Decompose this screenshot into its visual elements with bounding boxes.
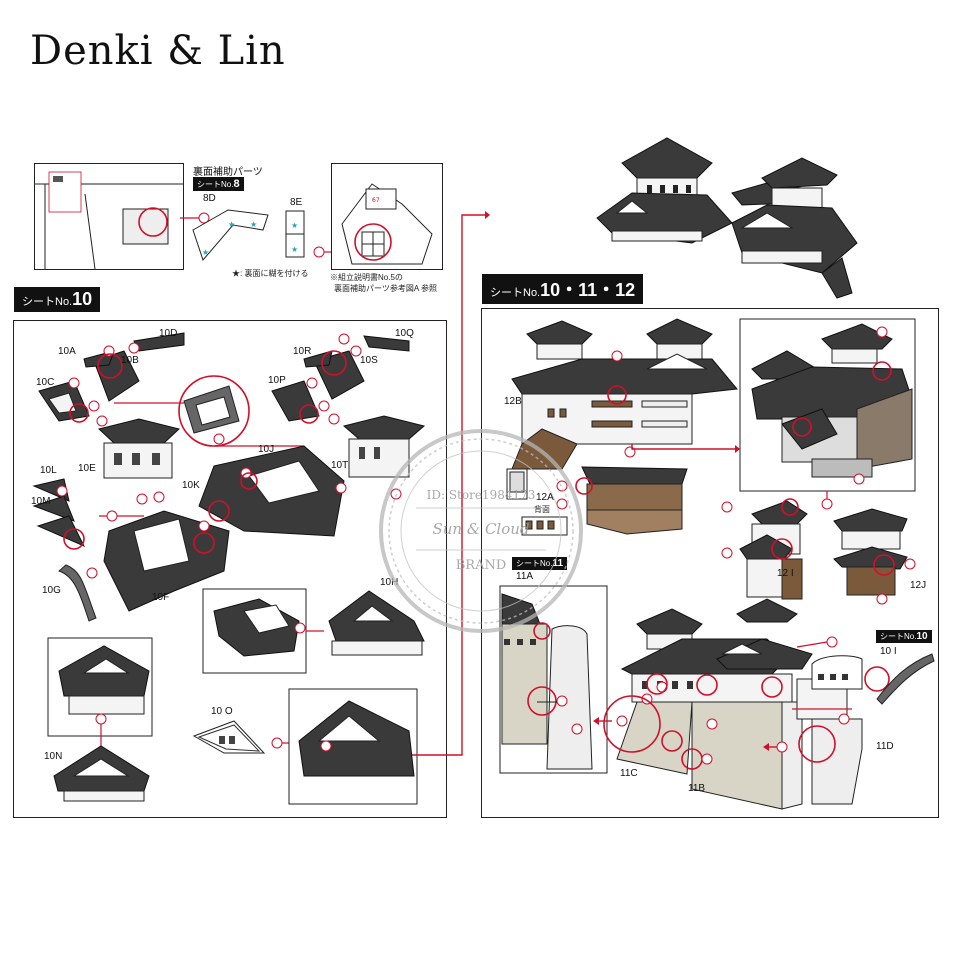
label-12i: 12 I — [777, 568, 794, 579]
part-label-8d: 8D — [203, 193, 216, 204]
sheet-10-11-12-drawing — [499, 318, 935, 810]
svg-text:★: ★ — [250, 220, 257, 229]
svg-text:★: ★ — [202, 248, 209, 257]
label-10k: 10K — [182, 480, 200, 491]
part-label-8e: 8E — [290, 197, 303, 208]
flow-connector — [412, 211, 490, 756]
sheet-10-small-tag: シートNo.10 — [876, 630, 932, 643]
label-10p: 10P — [268, 375, 286, 386]
aux-parts-title: 裏面補助パーツ — [193, 167, 263, 178]
sheet-10-tag: シートNo.10 — [14, 287, 101, 312]
label-10r: 10R — [293, 346, 312, 357]
svg-text:★: ★ — [228, 220, 235, 229]
part-8d-drawing: ★ ★ ★ — [192, 209, 269, 261]
label-11c: 11C — [620, 768, 638, 779]
connector-b — [313, 246, 335, 258]
label-10d: 10D — [159, 328, 178, 339]
watermark-seal: ID: Store1984173 Sun & Cloud BRAND — [379, 429, 583, 633]
svg-text:BRAND: BRAND — [456, 558, 507, 573]
part-8e-drawing: ★ ★ — [285, 210, 305, 258]
label-10o: 10 O — [211, 706, 233, 717]
brand-logo: Denki & Lin — [30, 28, 286, 74]
label-10l: 10L — [40, 465, 57, 476]
label-10q: 10Q — [395, 328, 414, 339]
label-10s: 10S — [360, 355, 378, 366]
label-10j: 10J — [258, 444, 275, 455]
label-10i: 10 I — [880, 646, 897, 657]
label-11a: 11A — [516, 571, 534, 582]
sheet-10-drawing — [32, 332, 426, 805]
castle-overview — [596, 137, 858, 299]
svg-text:Sun & Cloud: Sun & Cloud — [432, 520, 529, 538]
glue-legend: ★: 裏面に糊を付ける — [232, 269, 309, 278]
sheet-8-tag: シートNo.8 — [193, 177, 244, 191]
svg-text:67: 67 — [372, 197, 380, 204]
label-11b: 11B — [688, 783, 706, 794]
label-10b: 10B — [121, 355, 139, 366]
sheet-10-11-12-tag: シートNo.10・11・12 — [482, 274, 644, 304]
connector-a — [180, 212, 210, 224]
label-10e: 10E — [78, 463, 96, 474]
ref-note-2: 裏面補助パーツ参考図A 参照 — [334, 284, 437, 293]
reference-drawing-a — [35, 164, 183, 270]
label-10c: 10C — [36, 377, 55, 388]
label-12a: 12A — [536, 492, 554, 503]
label-11d: 11D — [876, 741, 894, 752]
ref-note-1: ※組立説明書No.5の — [330, 273, 403, 282]
label-10h: 10H — [380, 577, 399, 588]
reference-image-b: 67 — [331, 163, 443, 270]
label-12b: 12B — [504, 396, 522, 407]
reference-image-a — [34, 163, 184, 270]
label-10f: 10F — [152, 592, 170, 603]
svg-text:★: ★ — [291, 221, 298, 230]
label-10g: 10G — [42, 585, 61, 596]
svg-text:ID: Store1984173: ID: Store1984173 — [427, 488, 536, 502]
label-12j: 12J — [910, 580, 927, 591]
sheet-11-tag: シートNo.11 — [512, 557, 568, 570]
svg-text:★: ★ — [291, 245, 298, 254]
label-10n: 10N — [44, 751, 63, 762]
label-10a: 10A — [58, 346, 76, 357]
sheet-10-panel — [13, 320, 447, 818]
label-10m: 10M — [31, 496, 51, 507]
label-10t: 10T — [331, 460, 349, 471]
back-label: 背面 — [534, 505, 550, 514]
reference-drawing-b: 67 — [341, 183, 433, 265]
